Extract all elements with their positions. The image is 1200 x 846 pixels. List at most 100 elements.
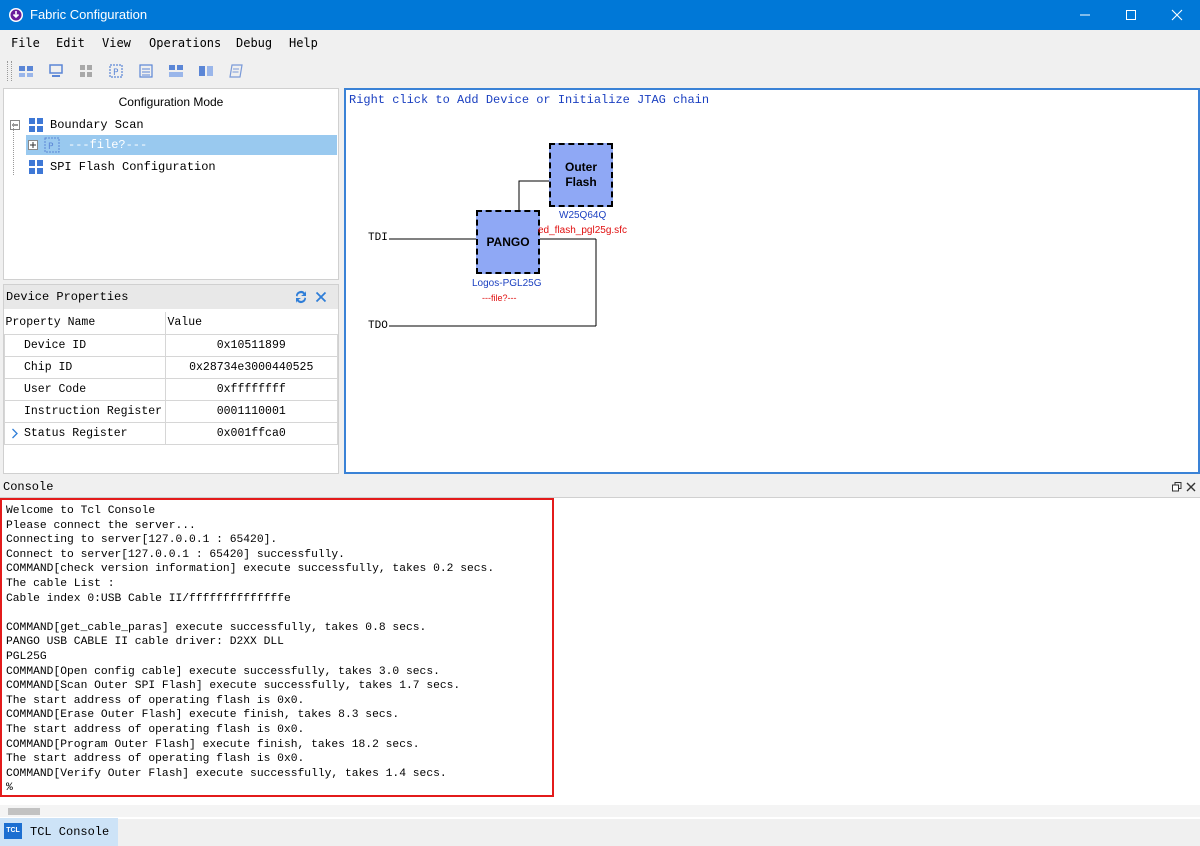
tree-item-boundary-scan[interactable]: Boundary Scan <box>8 115 328 135</box>
scan-chain-button[interactable] <box>16 61 36 81</box>
close-icon <box>1171 9 1183 21</box>
maximize-icon <box>1126 10 1136 20</box>
tree-item-spi-flash[interactable]: SPI Flash Configuration <box>8 157 328 177</box>
console-line: Cable index 0:USB Cable II/fffffffffffff… <box>6 592 291 605</box>
tcl-icon: TCL <box>4 823 22 839</box>
close-button[interactable] <box>1154 0 1200 30</box>
console-label: Console <box>3 480 54 494</box>
menu-debug[interactable]: Debug <box>236 36 273 50</box>
fpga-part-label: Logos-PGL25G <box>472 278 542 289</box>
spi-flash-icon <box>29 160 43 174</box>
console-line: COMMAND[Verify Outer Flash] execute succ… <box>6 767 447 780</box>
property-name: Status Register <box>24 426 128 440</box>
menu-help[interactable]: Help <box>289 36 318 50</box>
float-icon[interactable] <box>1172 482 1182 492</box>
tcl-console[interactable]: Welcome to Tcl Console Please connect th… <box>0 497 1200 819</box>
expand-icon[interactable] <box>28 140 38 150</box>
console-highlight-frame <box>0 498 554 797</box>
property-value: 0xffffffff <box>164 377 338 401</box>
tree-label-spi-flash: SPI Flash Configuration <box>50 160 216 174</box>
collapse-icon[interactable] <box>10 120 20 130</box>
device-properties-table: Property Name Value Device ID 0x10511899… <box>4 312 338 445</box>
canvas-hint: Right click to Add Device or Initialize … <box>349 93 710 107</box>
program-button[interactable]: P <box>106 61 126 81</box>
app-icon <box>9 8 23 22</box>
minimize-button[interactable] <box>1062 0 1108 30</box>
close-console-icon[interactable] <box>1186 482 1196 492</box>
console-line: The start address of operating flash is … <box>6 694 305 707</box>
console-line: Please connect the server... <box>6 519 196 532</box>
boundary-scan-icon <box>29 118 43 132</box>
pango-fpga-device[interactable]: PANGO <box>476 210 540 274</box>
console-line: PGL25G <box>6 650 47 663</box>
console-line: The start address of operating flash is … <box>6 723 305 736</box>
tree-item-file[interactable]: P ---file?--- <box>26 135 337 155</box>
console-line: Connecting to server[127.0.0.1 : 65420]. <box>6 534 278 547</box>
refresh-icon[interactable] <box>294 289 308 305</box>
maximize-button[interactable] <box>1108 0 1154 30</box>
table-row[interactable]: Device ID 0x10511899 <box>4 333 338 357</box>
table-header-row: Property Name Value <box>4 312 338 334</box>
device-file-icon: P <box>44 137 60 153</box>
console-horizontal-scrollbar[interactable] <box>0 805 1200 817</box>
minimize-icon <box>1080 14 1090 16</box>
table-row[interactable]: User Code 0xffffffff <box>4 377 338 401</box>
property-value: 0x10511899 <box>164 333 338 357</box>
console-prompt[interactable]: % <box>6 782 13 795</box>
menu-edit[interactable]: Edit <box>56 36 85 50</box>
svg-text:P: P <box>113 68 119 78</box>
console-line: COMMAND[check version information] execu… <box>6 563 495 576</box>
property-name: User Code <box>4 377 166 401</box>
toolbar-grip[interactable] <box>7 61 12 81</box>
pango-device-label: PANGO <box>486 235 530 249</box>
configuration-mode-panel: Configuration Mode Boundary Scan P ---fi… <box>3 88 339 280</box>
table-row[interactable]: Instruction Register 0001110001 <box>4 399 338 423</box>
table-row[interactable]: Chip ID 0x28734e3000440525 <box>4 355 338 379</box>
console-line: COMMAND[get_cable_paras] execute success… <box>6 621 427 634</box>
monitor-button[interactable] <box>46 61 66 81</box>
title-bar: Fabric Configuration <box>0 0 1200 30</box>
column-header-value: Value <box>167 316 203 330</box>
console-line: COMMAND[Scan Outer SPI Flash] execute su… <box>6 680 461 693</box>
console-line: COMMAND[Open config cable] execute succe… <box>6 665 440 678</box>
console-output: Welcome to Tcl Console Please connect th… <box>6 504 546 796</box>
tab-tcl-console[interactable]: TCL TCL Console <box>0 818 118 846</box>
fpga-file-label: ---file?--- <box>482 293 517 303</box>
tdo-label: TDO <box>368 320 388 332</box>
flash-label-line1: Outer <box>564 160 597 174</box>
flash-part-label: W25Q64Q <box>559 210 607 221</box>
tab-tcl-console-label: TCL Console <box>30 825 110 839</box>
property-value: 0x001ffca0 <box>164 421 338 445</box>
edit-button[interactable] <box>226 61 246 81</box>
console-line: PANGO USB CABLE II cable driver: D2XX DL… <box>6 636 284 649</box>
chip-p-icon: P <box>109 64 123 78</box>
scrollbar-thumb[interactable] <box>8 808 40 815</box>
property-name: Instruction Register <box>4 399 166 423</box>
property-value: 0x28734e3000440525 <box>164 355 338 379</box>
grid-button[interactable] <box>76 61 96 81</box>
property-name: Device ID <box>4 333 166 357</box>
menu-operations[interactable]: Operations <box>149 36 222 50</box>
device-chain-button[interactable] <box>196 61 216 81</box>
notebook-icon <box>229 64 243 78</box>
flash-chain-icon <box>169 65 183 77</box>
chevron-right-icon[interactable] <box>11 428 19 439</box>
device-properties-title: Device Properties <box>6 290 129 304</box>
jtag-chain-canvas[interactable]: Right click to Add Device or Initialize … <box>344 88 1200 474</box>
menu-view[interactable]: View <box>102 36 131 50</box>
grid-icon <box>80 65 92 77</box>
flash-chain-button[interactable] <box>166 61 186 81</box>
device-properties-panel: Device Properties Property Name Value De… <box>3 284 339 474</box>
console-line: Connect to server[127.0.0.1 : 65420] suc… <box>6 548 345 561</box>
list-button[interactable] <box>136 61 156 81</box>
console-line: COMMAND[Erase Outer Flash] execute finis… <box>6 709 400 722</box>
console-line <box>6 606 546 621</box>
table-row[interactable]: Status Register 0x001ffca0 <box>4 421 338 445</box>
menu-file[interactable]: File <box>11 36 40 50</box>
list-icon <box>139 64 153 78</box>
outer-flash-device[interactable]: Outer Flash <box>549 143 613 207</box>
console-line: COMMAND[Program Outer Flash] execute fin… <box>6 738 420 751</box>
close-panel-icon[interactable] <box>315 291 327 303</box>
configuration-mode-header: Configuration Mode <box>118 95 224 109</box>
jtag-wiring <box>389 180 597 327</box>
